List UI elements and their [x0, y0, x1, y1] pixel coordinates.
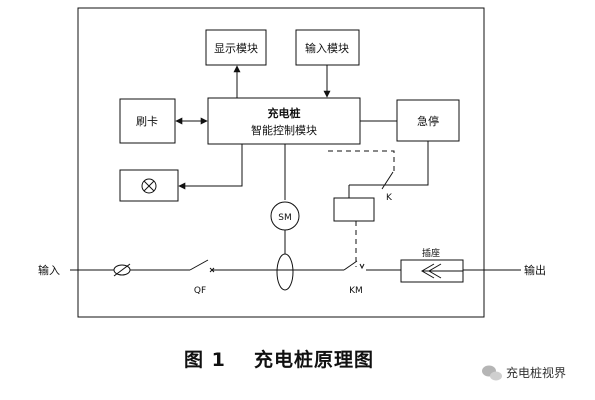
km-coil	[333, 197, 375, 222]
estop-to-k-line	[380, 141, 429, 186]
controller-module: 充电桩 智能控制模块	[207, 97, 361, 145]
enclosure-frame	[77, 7, 485, 318]
watermark: 充电桩视界	[482, 365, 566, 381]
estop-module: 急停	[396, 99, 460, 142]
km-main-contact	[343, 260, 365, 271]
current-transformer-icon	[276, 253, 294, 291]
indicator-lamp	[119, 169, 179, 202]
km-label: KM	[349, 286, 363, 296]
wechat-icon	[482, 365, 502, 381]
caption-title: 充电桩原理图	[254, 348, 374, 371]
sm-monitor: SM	[270, 201, 300, 254]
figure-caption: 图 1 充电桩原理图	[184, 348, 374, 371]
controller-label-line1: 充电桩	[268, 106, 301, 120]
caption-figure-number: 图 1	[184, 349, 226, 371]
socket-module: 插座	[400, 247, 464, 283]
fuse-icon	[113, 263, 131, 277]
card-reader-label: 刷卡	[136, 115, 158, 128]
display-module-label: 显示模块	[214, 42, 258, 55]
input-module: 输入模块	[295, 29, 360, 66]
lamp-icon	[141, 178, 157, 194]
estop-label: 急停	[417, 114, 439, 128]
socket-icon	[421, 263, 463, 279]
controller-to-lamp-arrow	[178, 144, 243, 190]
output-line-label: 输出	[524, 263, 546, 277]
signal-connections	[175, 65, 429, 200]
controller-label-line2: 智能控制模块	[251, 123, 317, 137]
qf-label: QF	[194, 286, 206, 296]
k-relay-contact	[348, 171, 394, 198]
input-line-label: 输入	[38, 263, 60, 277]
watermark-text: 充电桩视界	[506, 365, 566, 380]
k-label: K	[386, 193, 393, 203]
sm-label: SM	[278, 213, 291, 223]
input-module-label: 输入模块	[305, 41, 349, 55]
qf-breaker	[189, 259, 215, 273]
card-reader-module: 刷卡	[119, 98, 176, 144]
socket-label: 插座	[422, 247, 440, 259]
display-module: 显示模块	[205, 29, 267, 66]
dashed-linkage	[328, 150, 395, 267]
